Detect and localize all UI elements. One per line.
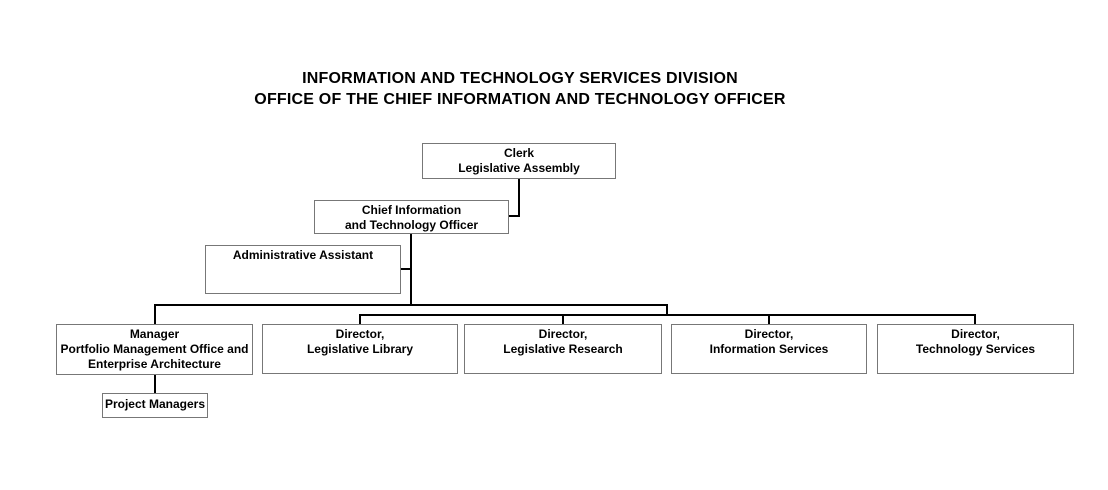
org-node-administrative-assistant: Administrative Assistant [205,245,401,294]
connector-research-drop [562,314,564,324]
org-node-manager-line3: Enterprise Architecture [88,357,221,371]
org-node-manager-line1: Manager [129,327,180,341]
connector-tech-services-drop [974,314,976,324]
connector-project-managers-drop [154,375,156,393]
org-node-manager-line2: Portfolio Management Office and [60,342,249,356]
page-title: INFORMATION AND TECHNOLOGY SERVICES DIVI… [0,68,1040,110]
org-node-cio-line1: Chief Information [361,203,462,217]
org-node-cio-line2: and Technology Officer [344,218,479,232]
org-node-clerk-line1: Clerk [503,146,535,160]
org-node-clerk: Clerk Legislative Assembly [422,143,616,179]
connector-admin-assistant-link [401,268,412,270]
org-node-clerk-line2: Legislative Assembly [458,161,580,175]
connector-clerk-drop [518,179,520,217]
org-node-info-line2: Information Services [709,342,829,356]
org-node-pm-line1: Project Managers [104,397,206,411]
org-node-manager-pmo: Manager Portfolio Management Office and … [56,324,253,375]
org-node-library-line1: Director, [335,327,385,341]
org-node-info-line1: Director, [744,327,794,341]
org-node-chief-information-officer: Chief Information and Technology Officer [314,200,509,234]
org-node-research-line1: Director, [538,327,588,341]
org-node-director-technology-services: Director, Technology Services [877,324,1074,374]
org-node-project-managers: Project Managers [102,393,208,418]
org-node-director-legislative-research: Director, Legislative Research [464,324,662,374]
org-node-research-line2: Legislative Research [503,342,623,356]
connector-main-bus [154,304,668,306]
connector-library-drop [359,314,361,324]
org-node-tech-line1: Director, [951,327,1000,341]
org-node-tech-line2: Technology Services [915,342,1036,356]
org-node-director-legislative-library: Director, Legislative Library [262,324,458,374]
connector-manager-drop [154,304,156,324]
page-title-line2: OFFICE OF THE CHIEF INFORMATION AND TECH… [254,91,786,108]
org-node-director-information-services: Director, Information Services [671,324,867,374]
connector-info-services-drop [768,314,770,324]
org-node-library-line2: Legislative Library [306,342,414,356]
page-title-line1: INFORMATION AND TECHNOLOGY SERVICES DIVI… [302,70,738,87]
connector-director-bus [359,314,976,316]
connector-bus-step-down [666,304,668,316]
connector-cio-drop [410,234,412,306]
org-node-admin-line1: Administrative Assistant [232,248,374,262]
connector-clerk-cio-elbow [509,215,520,217]
